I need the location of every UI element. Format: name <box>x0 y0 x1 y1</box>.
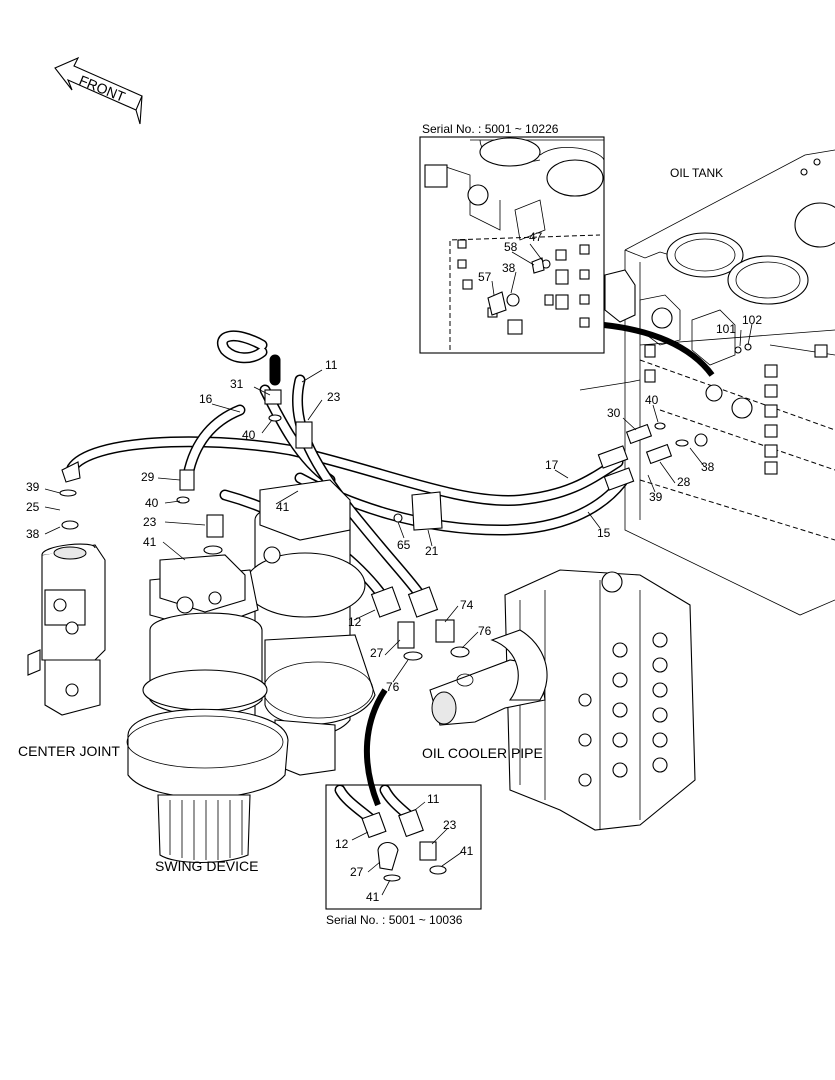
leader-lines <box>44 243 753 896</box>
inset-bottom-frame <box>325 784 482 910</box>
callout-30: 30 <box>607 406 621 420</box>
callout-23-left: 23 <box>143 515 157 529</box>
callout-65: 65 <box>397 538 411 552</box>
callout-21: 21 <box>425 544 439 558</box>
callout-12-inset: 12 <box>335 837 349 851</box>
callout-40-left: 40 <box>145 496 159 510</box>
oil-tank-label: OIL TANK <box>670 166 723 180</box>
callout-41-inset-right: 41 <box>460 844 474 858</box>
callout-15: 15 <box>597 526 611 540</box>
callout-11: 11 <box>325 358 338 372</box>
inset-bottom: Serial No. : 5001 ~ 10036 <box>325 688 482 927</box>
callout-47: 47 <box>529 230 543 244</box>
swing-device: SWING DEVICE <box>126 479 376 874</box>
center-joint: CENTER JOINT <box>18 543 120 759</box>
callout-23: 23 <box>327 390 341 404</box>
inset-top-frame <box>419 136 605 354</box>
callout-38-right: 38 <box>701 460 715 474</box>
callout-numbers: 47 58 38 57 101 102 11 31 16 23 40 30 40… <box>26 230 762 904</box>
callout-29: 29 <box>141 470 155 484</box>
callout-23-inset: 23 <box>443 818 457 832</box>
callout-31: 31 <box>230 377 244 391</box>
callout-41-left: 41 <box>143 535 157 549</box>
callout-40-right: 40 <box>645 393 659 407</box>
callout-27-inset: 27 <box>350 865 364 879</box>
callout-41-inset-left: 41 <box>366 890 380 904</box>
inset-top: Serial No. : 5001 ~ 10226 <box>419 122 715 377</box>
callout-11-inset: 11 <box>427 792 440 806</box>
callout-76: 76 <box>478 624 492 638</box>
callout-74: 74 <box>460 598 474 612</box>
callout-39-right: 39 <box>649 490 663 504</box>
oil-tank: OIL TANK <box>579 149 835 616</box>
center-joint-label: CENTER JOINT <box>18 743 120 759</box>
callout-39: 39 <box>26 480 40 494</box>
callout-101: 101 <box>716 322 736 336</box>
callout-16: 16 <box>199 392 213 406</box>
callout-28: 28 <box>677 475 691 489</box>
callout-38: 38 <box>502 261 516 275</box>
callout-58: 58 <box>504 240 518 254</box>
callout-57: 57 <box>478 270 492 284</box>
front-direction-arrow: FRONT <box>54 56 143 125</box>
control-valve: OIL COOLER PIPE <box>422 569 696 831</box>
swing-device-label: SWING DEVICE <box>155 858 258 874</box>
front-label: FRONT <box>77 72 128 105</box>
callout-12: 12 <box>348 615 362 629</box>
callout-40: 40 <box>242 428 256 442</box>
callout-102: 102 <box>742 313 762 327</box>
callout-17: 17 <box>545 458 559 472</box>
inset-bottom-serial: Serial No. : 5001 ~ 10036 <box>326 913 463 927</box>
inset-top-serial: Serial No. : 5001 ~ 10226 <box>422 122 559 136</box>
callout-25: 25 <box>26 500 40 514</box>
oil-cooler-pipe-label: OIL COOLER PIPE <box>422 745 543 761</box>
callout-76-lower: 76 <box>386 680 400 694</box>
callout-27: 27 <box>370 646 384 660</box>
callout-41: 41 <box>276 500 290 514</box>
callout-38-left: 38 <box>26 527 40 541</box>
